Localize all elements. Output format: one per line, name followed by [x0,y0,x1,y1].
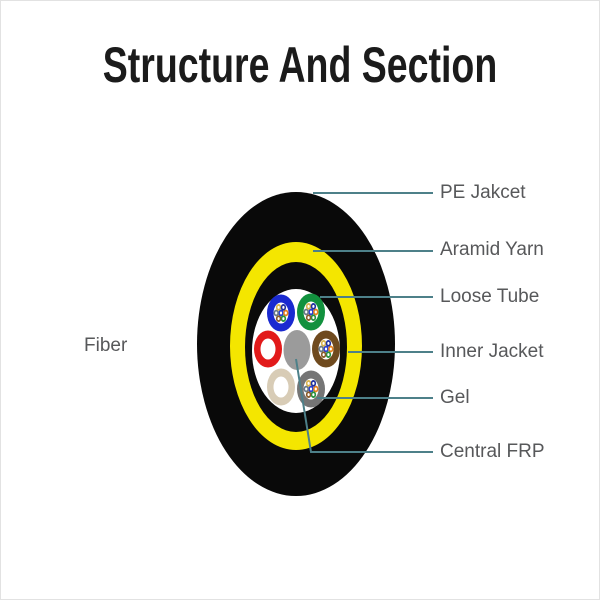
fiber-dot-hole [282,317,285,321]
fiber-dot-hole [279,311,283,315]
fiber-dot-hole [314,387,317,391]
fiber-dot-hole [277,305,280,309]
fiber-dot-hole [324,347,328,351]
fiber-dot-hole [312,304,315,308]
callout-label-gel: Gel [440,387,470,408]
callout-label-central-frp: Central FRP [440,441,545,462]
fiber-dot-hole [307,381,310,385]
callout-line-central-frp [295,358,433,453]
fiber-dot-hole [329,347,332,351]
fibers-green-tube [303,303,319,321]
fiber-dot-hole [305,387,308,391]
fibers-gray-tube [303,380,319,398]
fibers-brown-tube [318,340,334,358]
fiber-dot-hole [322,341,325,345]
fibers-blue-tube [273,304,289,322]
fiber-label: Fiber [84,335,128,356]
fiber-dot-hole [305,310,308,314]
fiber-dot-hole [284,311,287,315]
fiber-dot-hole [312,316,315,320]
callout-label-loose-tube: Loose Tube [440,286,540,307]
fiber-dot-hole [327,353,330,357]
fiber-dot-hole [282,305,285,309]
fiber-dot-hole [322,353,325,357]
fiber-dot-hole [320,347,323,351]
fiber-dot-hole [307,304,310,308]
fiber-dot-hole [314,310,317,314]
loose-tube-red-hole [260,338,276,360]
fiber-dot-hole [307,393,310,397]
callout-label-aramid-yarn: Aramid Yarn [440,239,544,260]
fiber-dot-hole [312,393,315,397]
page-title-text: Structure And Section [102,37,498,93]
central-frp [283,330,311,370]
fiber-dot-hole [275,311,278,315]
loose-tube-beige-hole [273,376,289,398]
callout-label-inner-jacket: Inner Jacket [440,341,544,362]
fiber-dot-hole [312,381,315,385]
fiber-dot-hole [277,317,280,321]
fiber-dot-hole [307,316,310,320]
page-title: Structure And Section [0,36,600,94]
callout-label-pe-jacket: PE Jakcet [440,182,526,203]
fiber-dot-hole [327,341,330,345]
fiber-dot-hole [309,310,313,314]
fiber-dot-hole [309,387,313,391]
